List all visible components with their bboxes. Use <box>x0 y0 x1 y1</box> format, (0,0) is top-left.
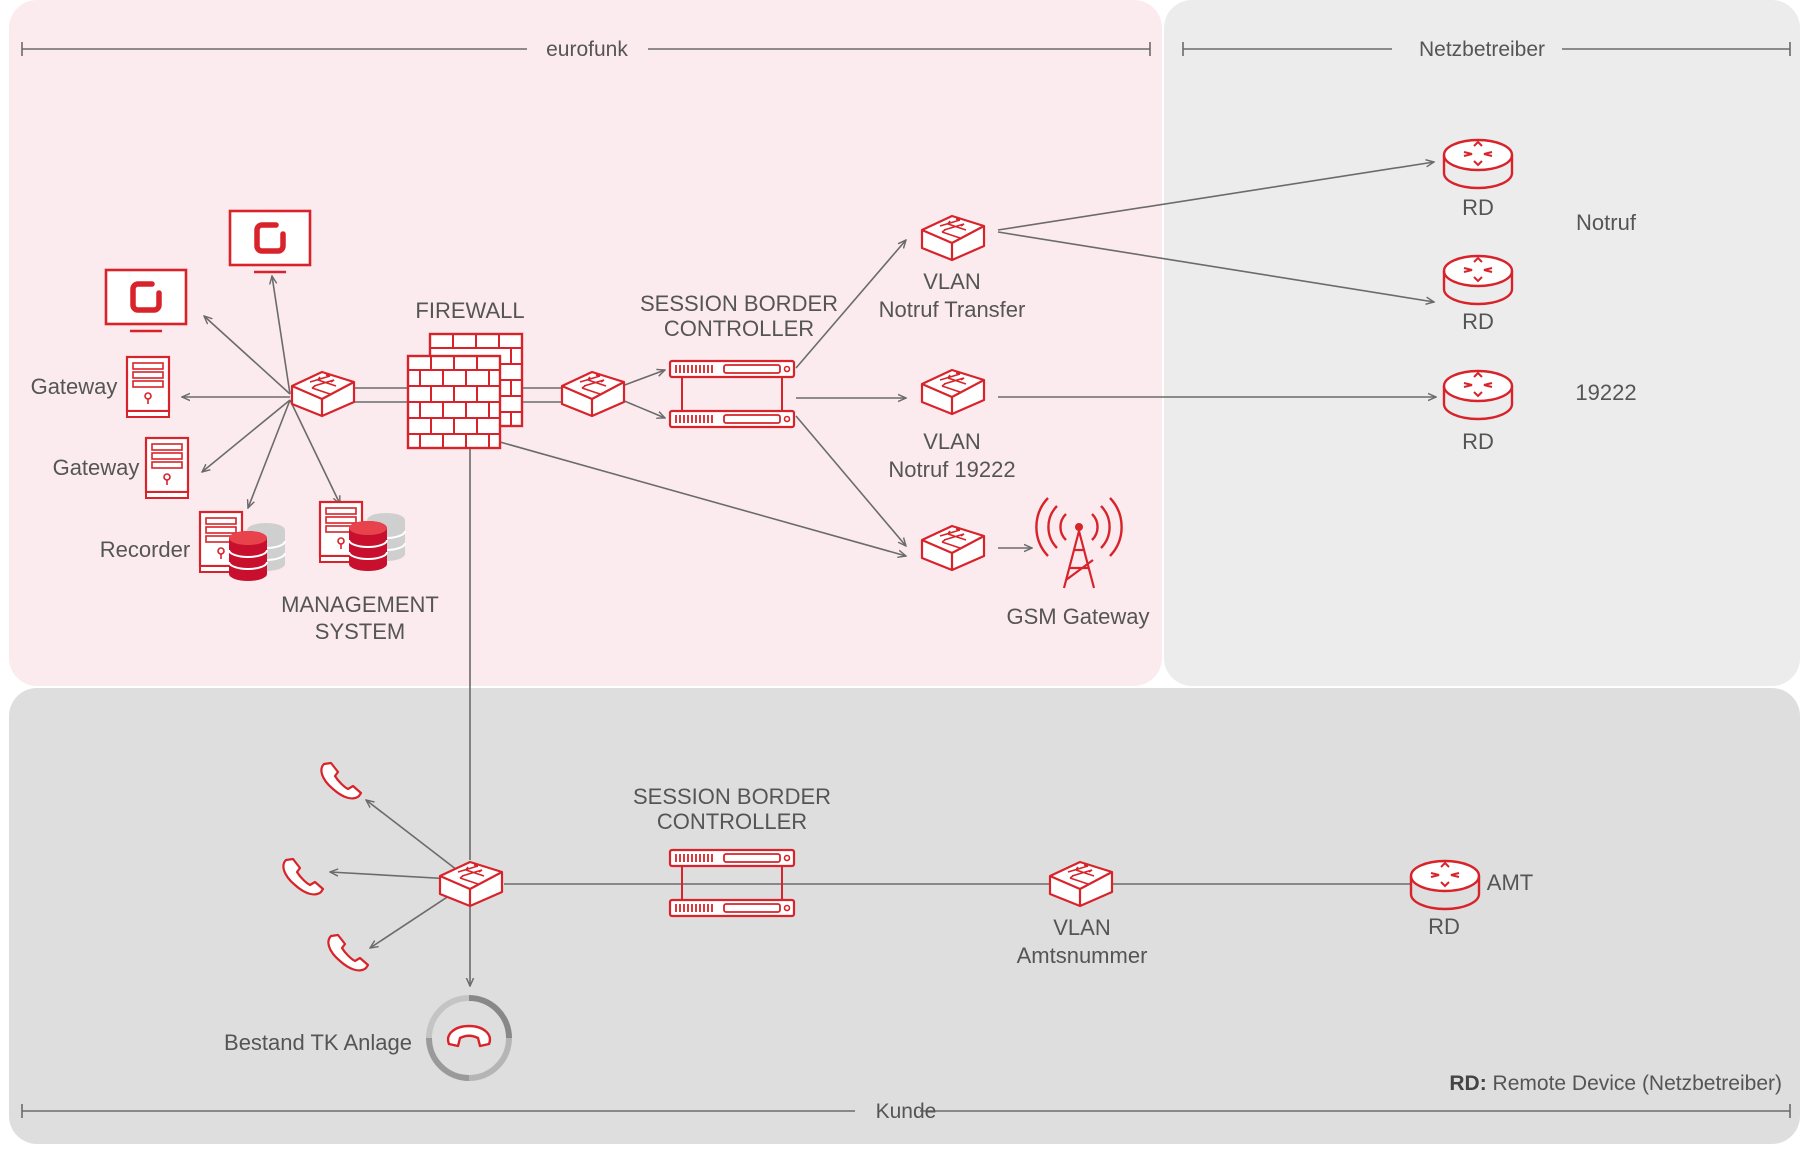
firewall-icon <box>406 332 524 450</box>
sbc-top-label-line2: CONTROLLER <box>664 316 814 341</box>
zone-header-kunde: Kunde <box>21 1100 1791 1123</box>
rd-label: RD <box>1462 309 1494 334</box>
rd-label: RD <box>1462 429 1494 454</box>
legend-text: Remote Device (Netzbetreiber) <box>1487 1072 1782 1095</box>
zone-label-kunde: Kunde <box>876 1100 937 1123</box>
zone-label-netzbetreiber: Netzbetreiber <box>1419 38 1545 61</box>
gateway-label: Gateway <box>53 455 140 480</box>
gsm-gateway-label: GSM Gateway <box>1006 604 1149 629</box>
rd-label: RD <box>1462 195 1494 220</box>
vlan-transfer-label-line1: VLAN <box>923 269 980 294</box>
gateway-server-icon <box>125 355 171 419</box>
vlan-amts-label-line2: Amtsnummer <box>1017 943 1148 968</box>
vlan-19222-label-line1: VLAN <box>923 429 980 454</box>
recorder-label: Recorder <box>100 537 190 562</box>
firewall-label: FIREWALL <box>415 298 524 323</box>
amt-label: AMT <box>1487 870 1533 895</box>
zone-header-eurofunk: eurofunk <box>21 38 1151 61</box>
pbx-icon <box>426 995 512 1081</box>
zone-header-netzbetreiber: Netzbetreiber <box>1182 38 1791 61</box>
bestand-label: Bestand TK Anlage <box>224 1030 412 1055</box>
mgmt-label-line2: SYSTEM <box>315 619 405 644</box>
workstation-monitor-icon <box>230 211 310 272</box>
sbc-bottom-label-line2: CONTROLLER <box>657 809 807 834</box>
vlan-amts-label-line1: VLAN <box>1053 915 1110 940</box>
vlan-transfer-label-line2: Notruf Transfer <box>879 297 1026 322</box>
vlan-19222-label-line2: Notruf 19222 <box>888 457 1015 482</box>
number-19222-label: 19222 <box>1575 380 1636 405</box>
legend: RD: Remote Device (Netzbetreiber) <box>1449 1072 1782 1095</box>
sbc-top-label-line1: SESSION BORDER <box>640 291 838 316</box>
gateway-label: Gateway <box>31 374 118 399</box>
mgmt-label-line1: MANAGEMENT <box>281 592 439 617</box>
sbc-bottom-label-line1: SESSION BORDER <box>633 784 831 809</box>
workstation-monitor-icon <box>106 270 186 331</box>
legend-key: RD: <box>1449 1072 1486 1095</box>
zone-eurofunk-bg <box>9 0 1162 686</box>
gateway-server-icon <box>144 436 190 500</box>
rd-amt-label: RD <box>1428 914 1460 939</box>
gsm-antenna-icon <box>1035 497 1123 589</box>
notruf-label: Notruf <box>1576 210 1637 235</box>
zone-label-eurofunk: eurofunk <box>546 38 628 61</box>
zone-netzbetreiber-bg <box>1164 0 1800 686</box>
